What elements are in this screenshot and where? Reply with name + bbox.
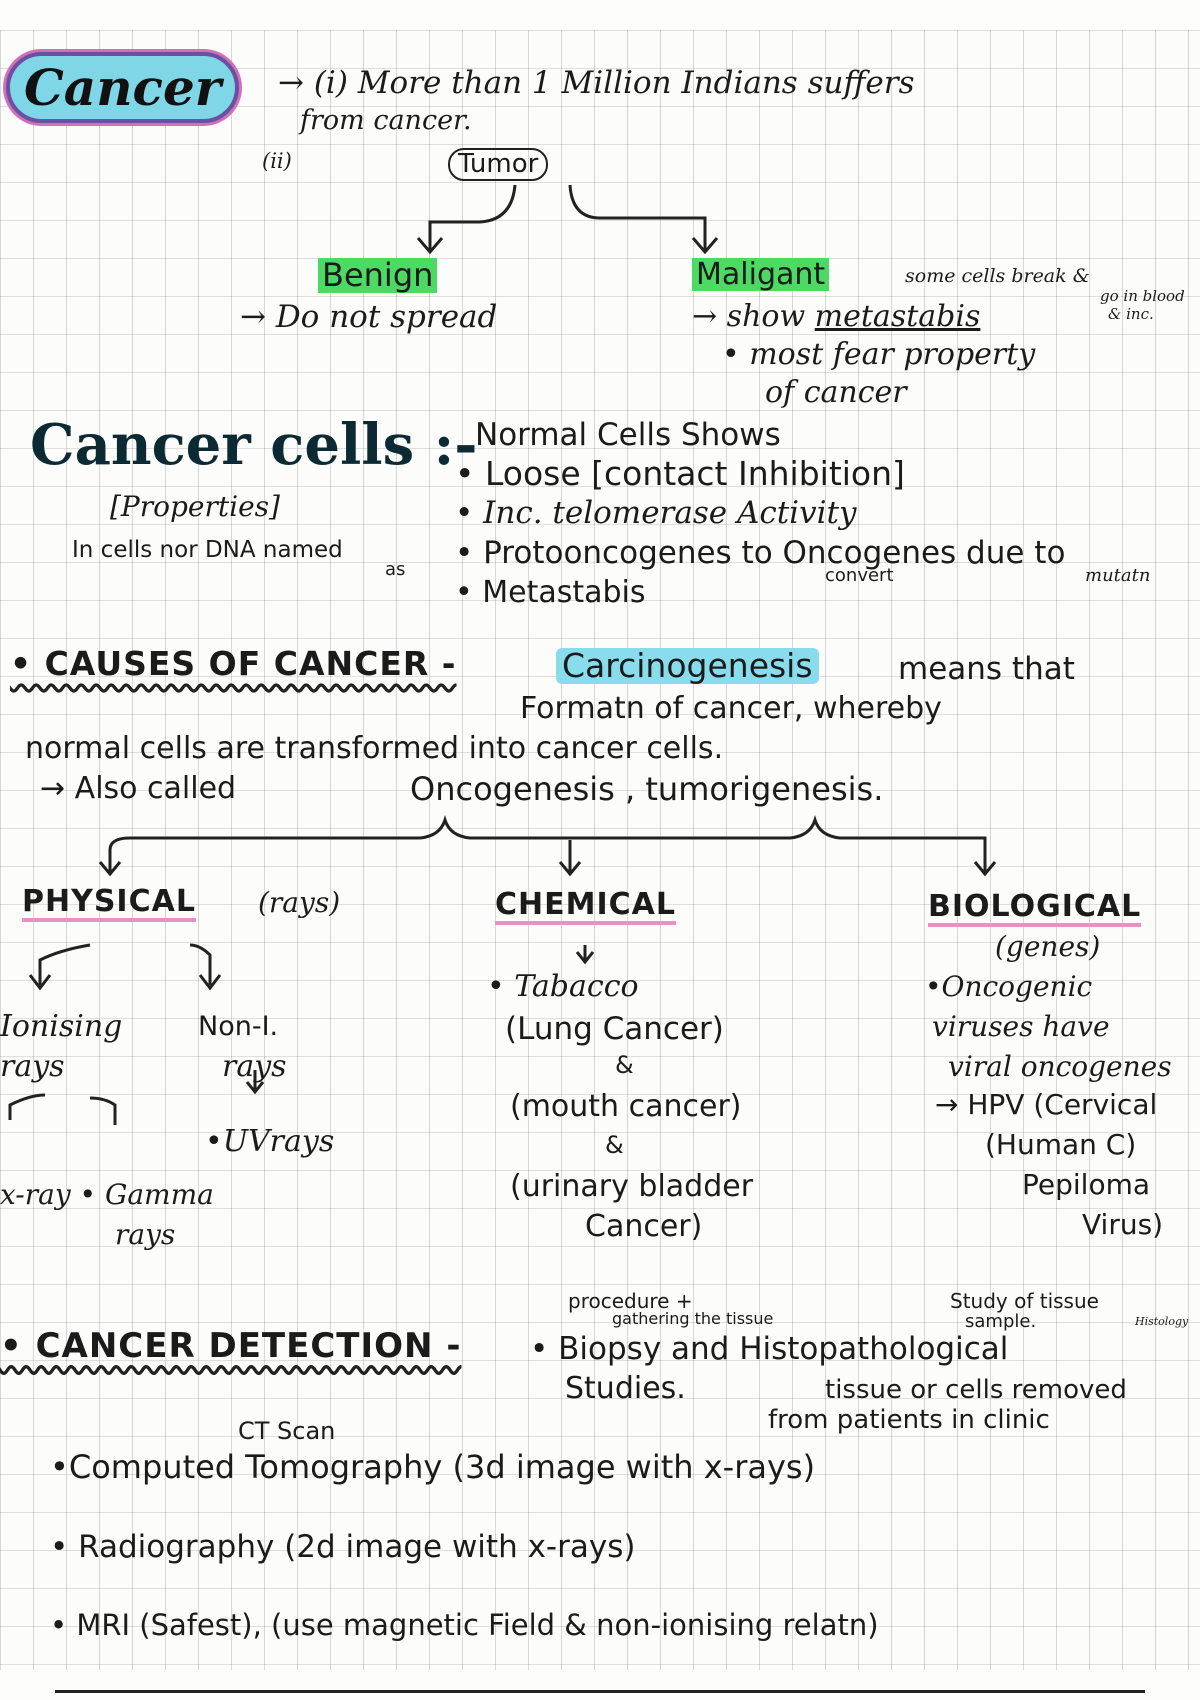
ionising-split xyxy=(8,1093,117,1125)
chemical-arrow xyxy=(558,840,582,877)
biological-item: (Human C) xyxy=(985,1128,1137,1161)
xray-gamma: x-ray • Gamma xyxy=(0,1178,214,1211)
detection-item: • MRI (Safest), (use magnetic Field & no… xyxy=(50,1608,879,1642)
carcinogenesis-term: Carcinogenesis xyxy=(556,647,819,685)
detection-item: •Computed Tomography (3d image with x-ra… xyxy=(50,1448,816,1486)
chemical-item: • Tabacco xyxy=(487,969,639,1004)
chemical-label: CHEMICAL xyxy=(495,888,676,925)
tumor-label: Tumor xyxy=(448,148,549,181)
tissue-note-2: from patients in clinic xyxy=(768,1405,1050,1435)
chem-arrow2 xyxy=(575,945,595,965)
aliases: Oncogenesis , tumorigenesis. xyxy=(410,770,884,808)
biological-label: BIOLOGICAL xyxy=(928,890,1142,927)
biological-item: Virus) xyxy=(1082,1208,1164,1241)
malignant-point-2: • most fear property xyxy=(722,337,1036,372)
malignant-side-note: some cells break & xyxy=(905,265,1090,287)
tissue-note: tissue or cells removed xyxy=(825,1375,1127,1405)
tumor-branch-right xyxy=(568,184,707,250)
histo-note: Study of tissue xyxy=(950,1289,1099,1313)
page-divider xyxy=(55,1690,1145,1693)
fact-1-cont: from cancer. xyxy=(300,105,472,136)
biological-item: → HPV (Cervical xyxy=(935,1088,1158,1121)
benign-note: → Do not spread xyxy=(240,299,498,335)
properties-label: [Properties] xyxy=(110,490,280,523)
cells-note-as: as xyxy=(385,559,406,580)
benign-label: Benign xyxy=(318,257,438,294)
malignant-point-1: → show metastabis xyxy=(692,300,980,333)
detection-heading: • CANCER DETECTION - xyxy=(0,1326,462,1366)
chemical-item: & xyxy=(615,1051,634,1079)
studies-label: Studies. xyxy=(565,1371,686,1406)
metastasis-term: metastabis xyxy=(814,299,981,334)
physical-label: PHYSICAL xyxy=(22,885,196,922)
uv-rays: •UVrays xyxy=(205,1124,335,1159)
grid-paper xyxy=(0,30,1200,1670)
nonI-arrow xyxy=(245,1070,265,1095)
histo-note-2: sample. xyxy=(965,1311,1037,1332)
cells-note: In cells nor DNA named xyxy=(72,537,343,563)
causes-heading: • CAUSES OF CANCER - xyxy=(10,644,457,683)
property-item: • Metastabis xyxy=(455,575,646,610)
tumor-branch-left xyxy=(428,184,517,250)
causes-line-1: means that xyxy=(898,651,1075,687)
chemical-item: & xyxy=(605,1131,624,1159)
property-item: • Loose [contact Inhibition] xyxy=(455,454,905,493)
mutation-note: mutatn xyxy=(1085,565,1151,586)
ct-scan-label: CT Scan xyxy=(238,1417,336,1445)
malignant-point-2-cont: of cancer xyxy=(765,375,907,410)
biopsy-item: • Biopsy and Histopathological xyxy=(530,1331,1009,1367)
malignant-label: Maligant xyxy=(692,258,830,291)
page-title: Cancer xyxy=(6,52,240,123)
causes-line-3: normal cells are transformed into cancer… xyxy=(25,731,724,766)
non-ionising-label-2: rays xyxy=(222,1049,287,1084)
normal-cells-intro: Normal Cells Shows xyxy=(475,417,781,453)
physical-split xyxy=(38,943,212,985)
property-item: • Protooncogenes to Oncogenes due to xyxy=(455,535,1066,571)
arrowhead xyxy=(416,237,719,255)
ionising-label-2: rays xyxy=(0,1049,65,1084)
biopsy-note: procedure + xyxy=(568,1289,693,1313)
malignant-side-note-2: go in blood xyxy=(1100,287,1185,305)
biological-item: Pepiloma xyxy=(1022,1168,1151,1201)
causes-brace xyxy=(108,814,987,872)
convert-note: convert xyxy=(825,565,894,586)
chemical-item: (mouth cancer) xyxy=(510,1089,742,1124)
fact-1: → (i) More than 1 Million Indians suffer… xyxy=(278,65,915,101)
biological-item: •Oncogenic xyxy=(925,970,1093,1003)
chemical-item: Cancer) xyxy=(585,1209,703,1244)
biological-item: viruses have xyxy=(932,1010,1110,1043)
detection-item: • Radiography (2d image with x-rays) xyxy=(50,1529,636,1565)
histo-note-3: Histology xyxy=(1135,1315,1189,1328)
causes-line-2: Formatn of cancer, whereby xyxy=(520,691,942,726)
physical-sub: (rays) xyxy=(258,886,341,919)
biological-item: (genes) xyxy=(995,930,1101,963)
biological-item: viral oncogenes xyxy=(948,1050,1172,1083)
chemical-item: (Lung Cancer) xyxy=(505,1011,724,1047)
non-ionising-label: Non-I. xyxy=(198,1011,279,1042)
gamma-rays: rays xyxy=(115,1218,176,1251)
chemical-item: (urinary bladder xyxy=(510,1169,754,1204)
property-item: • Inc. telomerase Activity xyxy=(455,495,857,531)
arrowheads xyxy=(98,861,997,877)
ionising-label: Ionising xyxy=(0,1009,123,1044)
fact-2-label: (ii) xyxy=(262,149,292,173)
split-arrows xyxy=(28,974,222,991)
point-prefix: → show xyxy=(692,299,815,334)
also-called: → Also called xyxy=(40,771,237,806)
biopsy-note-2: gathering the tissue xyxy=(612,1309,774,1328)
cancer-cells-heading: Cancer cells :- xyxy=(30,412,478,478)
malignant-side-note-3: & inc. xyxy=(1108,305,1154,323)
